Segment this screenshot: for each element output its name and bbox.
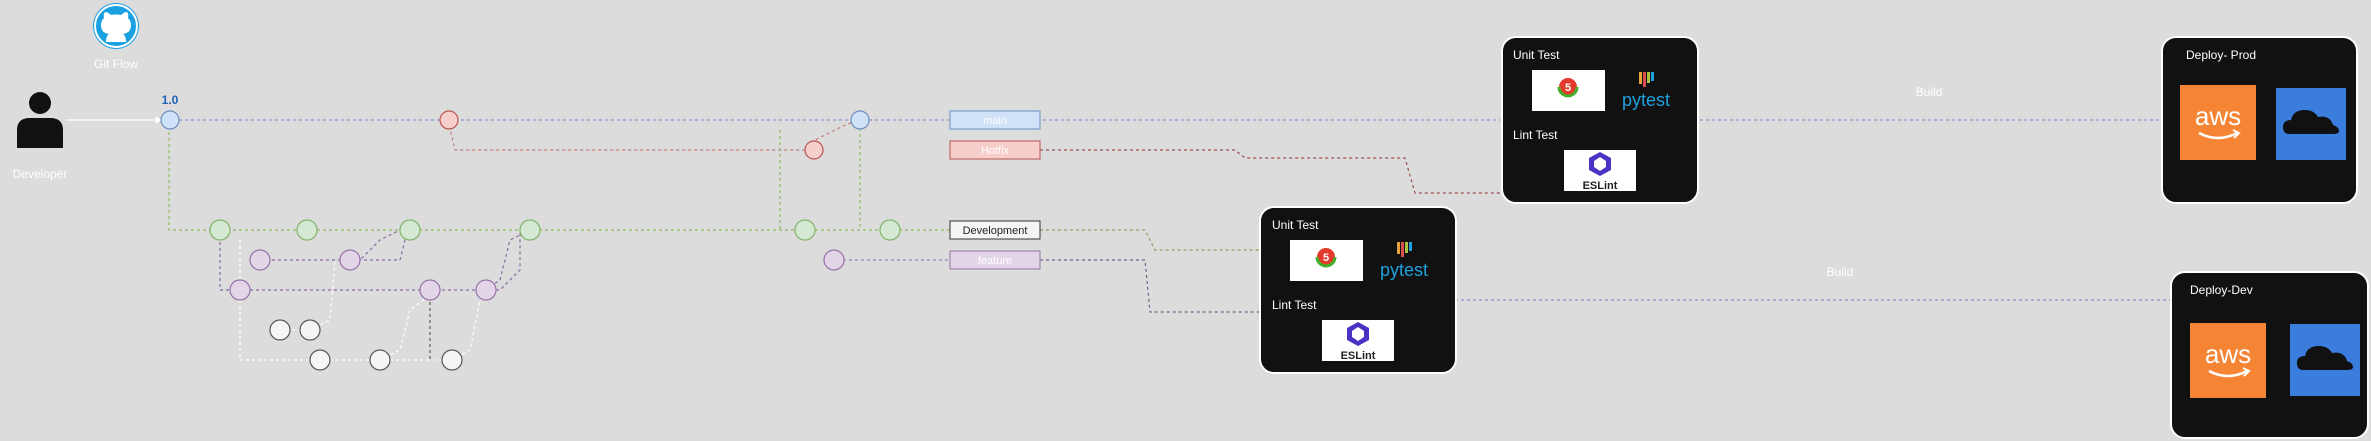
commit-sub-4 xyxy=(369,349,391,371)
commit-main-2 xyxy=(850,110,870,130)
commit-hotfix-1 xyxy=(439,110,459,130)
aws-logo-2: aws xyxy=(2190,323,2266,398)
prod-tests-card: Unit Test 5 pytest Lint Test ESLint xyxy=(1501,36,1699,204)
commit-dev-1 xyxy=(209,219,231,241)
sub-branch-white-4 xyxy=(451,289,491,361)
branch-label-development: Development xyxy=(949,220,1041,240)
commit-main-1 xyxy=(160,110,180,130)
commit-sub-1 xyxy=(269,319,291,341)
commit-dev-3 xyxy=(399,219,421,241)
branch-main-text: main xyxy=(983,115,1007,127)
commit-feature-3 xyxy=(229,279,251,301)
deploy-prod-title: Deploy- Prod xyxy=(2186,48,2256,62)
dev-lint-test-title: Lint Test xyxy=(1272,298,1317,312)
developer-label: Developer xyxy=(13,167,68,181)
connections xyxy=(168,119,2170,361)
commit-dev-4 xyxy=(519,219,541,241)
prod-lint-test-title: Lint Test xyxy=(1513,128,1558,142)
branch-hotfix-text: Hotfix xyxy=(981,145,1010,157)
commit-sub-3 xyxy=(309,349,331,371)
development-line xyxy=(168,120,1040,231)
commit-nodes xyxy=(160,110,901,371)
developer-icon xyxy=(17,92,63,148)
sub-branch-white-3 xyxy=(379,294,431,361)
feature-tree-4 xyxy=(429,290,450,361)
aws-logo: aws xyxy=(2180,85,2256,160)
feature-tree-2 xyxy=(260,229,401,261)
commit-feature-5 xyxy=(475,279,497,301)
selenium-logo-2: 5 xyxy=(1532,70,1605,111)
deploy-dev-title: Deploy-Dev xyxy=(2190,283,2253,297)
build-label-prod: Build xyxy=(1916,85,1943,99)
dev-to-tests xyxy=(1040,229,1260,251)
sub-branch-white-2 xyxy=(280,259,336,331)
eslint-wordmark: ESLint xyxy=(1341,350,1376,362)
prod-unit-test-title: Unit Test xyxy=(1513,48,1560,62)
branch-development-text: Development xyxy=(963,225,1028,237)
page-title: Git Flow xyxy=(94,57,138,71)
commit-dev-5 xyxy=(794,219,816,241)
aws-wordmark-2: aws xyxy=(2205,339,2251,369)
feature-to-tests xyxy=(1040,259,1260,313)
branch-label-main: main xyxy=(949,110,1041,130)
deploy-prod-card: Deploy- Prod aws xyxy=(2161,36,2358,204)
branch-label-feature: feature xyxy=(949,250,1041,270)
branch-feature-text: feature xyxy=(978,255,1012,267)
deploy-dev-card: Deploy-Dev aws xyxy=(2170,271,2369,439)
commit-hotfix-2 xyxy=(804,140,824,160)
eslint-logo: ESLint xyxy=(1322,320,1394,362)
version-label: 1.0 xyxy=(162,93,179,107)
eslint-wordmark-2: ESLint xyxy=(1583,180,1618,192)
commit-feature-6 xyxy=(823,249,845,271)
hotfix-line xyxy=(447,119,861,151)
svg-text:5: 5 xyxy=(1565,82,1571,94)
commit-feature-1 xyxy=(249,249,271,271)
eslint-logo-2: ESLint xyxy=(1564,150,1636,192)
commit-sub-2 xyxy=(299,319,321,341)
commit-dev-6 xyxy=(879,219,901,241)
selenium-logo: 5 xyxy=(1290,240,1363,281)
aws-wordmark: aws xyxy=(2195,101,2241,131)
dev-unit-test-title: Unit Test xyxy=(1272,218,1319,232)
pytest-wordmark: pytest xyxy=(1380,260,1428,280)
octocat-icon xyxy=(101,12,131,42)
commit-dev-2 xyxy=(296,219,318,241)
pytest-wordmark-2: pytest xyxy=(1622,90,1670,110)
hotfix-to-tests xyxy=(1040,149,1500,194)
feature-tree-5 xyxy=(484,229,531,291)
branch-label-hotfix: Hotfix xyxy=(949,140,1041,160)
commit-feature-4 xyxy=(419,279,441,301)
feature-tree xyxy=(219,230,521,291)
pytest-logo-2: pytest xyxy=(1622,72,1670,110)
github-logo xyxy=(93,3,139,49)
commit-sub-5 xyxy=(441,349,463,371)
pytest-logo: pytest xyxy=(1380,242,1428,280)
commit-feature-2 xyxy=(339,249,361,271)
cloud-icon xyxy=(2276,88,2346,160)
svg-text:5: 5 xyxy=(1323,252,1329,264)
cloud-icon-2 xyxy=(2290,324,2360,396)
build-label-dev: Build xyxy=(1827,265,1854,279)
dev-tests-card: Unit Test 5 pytest Lint Test ESLint xyxy=(1259,206,1457,374)
